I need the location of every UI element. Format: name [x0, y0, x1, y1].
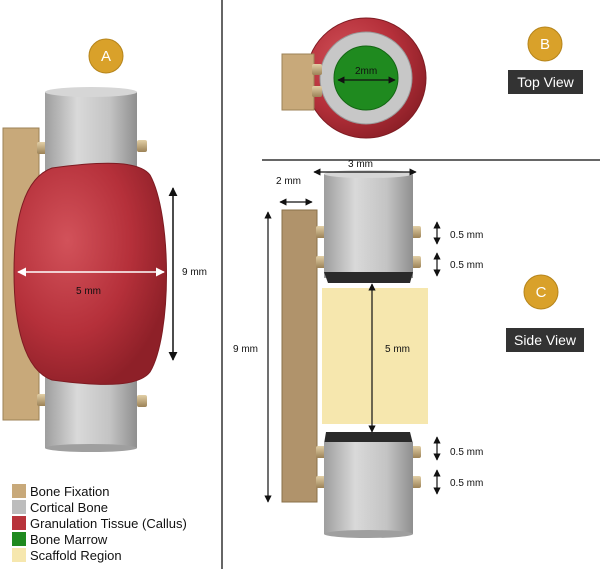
legend-label-scaffold-region: Scaffold Region: [30, 548, 122, 563]
panel-c-gap-label: 5 mm: [385, 344, 410, 355]
panel-c-pin: [316, 446, 326, 458]
panel-c-pin: [316, 476, 326, 488]
panel-c-scaffold: [322, 288, 428, 424]
panel-b-marrow-label: 2mm: [355, 66, 377, 77]
panel-c-view-label-box: [506, 328, 584, 352]
panel-b-marrow: [333, 45, 399, 111]
panel-c-height-label: 9 mm: [233, 344, 258, 355]
panel-b-view-label: Top View: [517, 74, 574, 90]
panel-c-view-label: Side View: [514, 332, 577, 348]
panel-c-upper-bone-top: [324, 170, 413, 178]
panel-c-pin-spacing-label: 0.5 mm: [450, 260, 483, 271]
panel-c-width-label: 3 mm: [348, 159, 373, 170]
panel-b-fixation-plate: [281, 53, 315, 111]
panel-c: 3 mm 2 mm 9 mm 5 mm 0.5 mm 0.5 mm 0.5 mm…: [233, 159, 584, 538]
panel-c-pin-spacing-label: 0.5 mm: [450, 478, 483, 489]
panel-c-upper-bone-cut: [324, 272, 413, 283]
panel-c-pin: [411, 476, 421, 488]
panel-c-fixation-width-label: 2 mm: [276, 176, 301, 187]
panel-b-badge-label: B: [540, 36, 550, 53]
legend-label-cortical-bone: Cortical Bone: [30, 500, 108, 515]
legend: Bone Fixation Cortical Bone Granulation …: [12, 484, 187, 563]
panel-c-fixation-plate: [281, 209, 318, 503]
legend-label-bone-marrow: Bone Marrow: [30, 532, 108, 547]
panel-a: 5 mm 9 mm A: [2, 38, 207, 452]
panel-a-width-label: 5 mm: [76, 286, 101, 297]
panel-b-pin: [312, 64, 322, 75]
panel-c-lower-bone: [324, 442, 413, 534]
panel-a-pin: [137, 395, 147, 407]
legend-swatch-bone-fixation: [12, 484, 26, 498]
panel-c-lower-bone-cut: [324, 432, 413, 444]
panel-a-pin: [37, 142, 47, 154]
panel-c-badge: [523, 274, 559, 310]
panel-b-pin: [312, 86, 322, 97]
panel-c-pin: [316, 256, 326, 268]
panel-c-pin: [316, 226, 326, 238]
panel-c-pin: [411, 256, 421, 268]
panel-a-badge: [88, 38, 124, 74]
panel-c-pin: [411, 446, 421, 458]
panel-b: 2mm B Top View: [281, 17, 583, 139]
panel-c-pin-spacing-label: 0.5 mm: [450, 447, 483, 458]
panel-b-badge: [527, 26, 563, 62]
legend-label-granulation-tissue: Granulation Tissue (Callus): [30, 516, 187, 531]
panel-b-view-label-box: [508, 70, 583, 94]
legend-swatch-granulation-tissue: [12, 516, 26, 530]
panel-c-lower-bone-bottom: [324, 530, 413, 538]
panel-a-height-label: 9 mm: [182, 267, 207, 278]
legend-label-bone-fixation: Bone Fixation: [30, 484, 110, 499]
legend-swatch-cortical-bone: [12, 500, 26, 514]
panel-a-callus: [13, 162, 167, 385]
panel-c-badge-label: C: [536, 284, 547, 301]
panel-c-pin: [411, 226, 421, 238]
panel-a-badge-label: A: [101, 48, 111, 65]
panel-a-upper-bone-top: [45, 87, 137, 97]
panel-a-pin: [37, 394, 47, 406]
panel-a-lower-bone-bottom: [45, 444, 137, 452]
panel-a-pin: [137, 140, 147, 152]
legend-swatch-scaffold-region: [12, 548, 26, 562]
legend-swatch-bone-marrow: [12, 532, 26, 546]
panel-c-upper-bone: [324, 174, 413, 278]
panel-c-pin-spacing-label: 0.5 mm: [450, 230, 483, 241]
